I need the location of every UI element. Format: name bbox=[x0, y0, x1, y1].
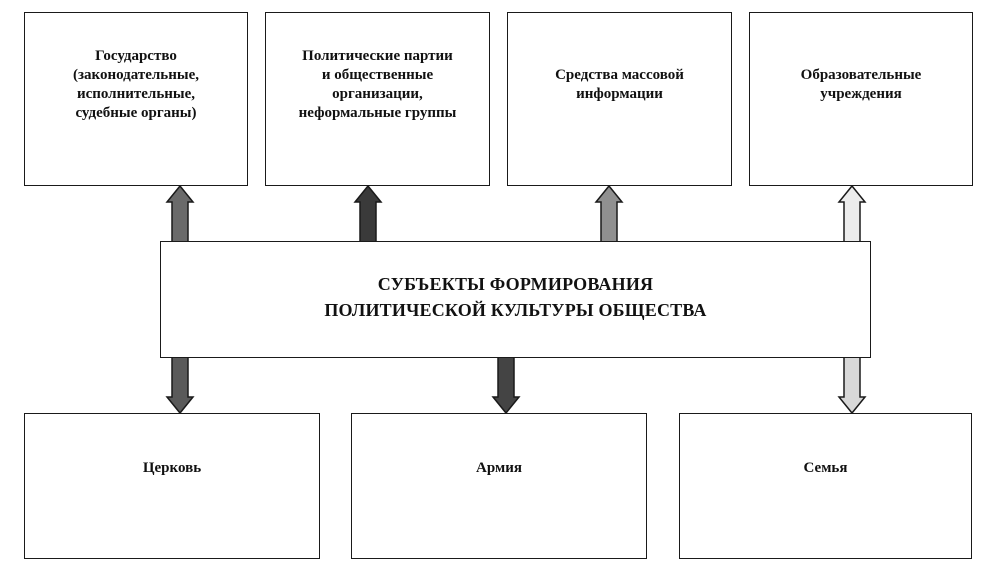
box-parties: Политические партии и общественные орган… bbox=[265, 12, 490, 186]
arrow-to-church bbox=[165, 356, 195, 415]
box-mass-media-label: Средства массовой информации bbox=[555, 67, 684, 102]
arrow-to-education bbox=[837, 184, 867, 243]
center-title: СУБЪЕКТЫ ФОРМИРОВАНИЯ ПОЛИТИЧЕСКОЙ КУЛЬТ… bbox=[324, 273, 707, 320]
box-family-label: Семья bbox=[803, 459, 848, 476]
box-state-label: Государство (законодательные, исполнител… bbox=[72, 48, 199, 121]
box-army: Армия bbox=[351, 413, 647, 559]
arrow-to-parties bbox=[353, 184, 383, 243]
arrow-to-army bbox=[491, 356, 521, 415]
center-box: СУБЪЕКТЫ ФОРМИРОВАНИЯ ПОЛИТИЧЕСКОЙ КУЛЬТ… bbox=[160, 241, 871, 358]
box-education-label: Образовательные учреждения bbox=[800, 67, 922, 102]
box-army-label: Армия bbox=[476, 459, 522, 476]
box-state: Государство (законодательные, исполнител… bbox=[24, 12, 248, 186]
box-mass-media: Средства массовой информации bbox=[507, 12, 732, 186]
arrow-to-family bbox=[837, 356, 867, 415]
box-education: Образовательные учреждения bbox=[749, 12, 973, 186]
arrow-to-state bbox=[165, 184, 195, 243]
box-parties-label: Политические партии и общественные орган… bbox=[298, 48, 457, 121]
arrow-to-mass-media bbox=[594, 184, 624, 243]
box-church: Церковь bbox=[24, 413, 320, 559]
box-church-label: Церковь bbox=[142, 459, 202, 476]
box-family: Семья bbox=[679, 413, 972, 559]
